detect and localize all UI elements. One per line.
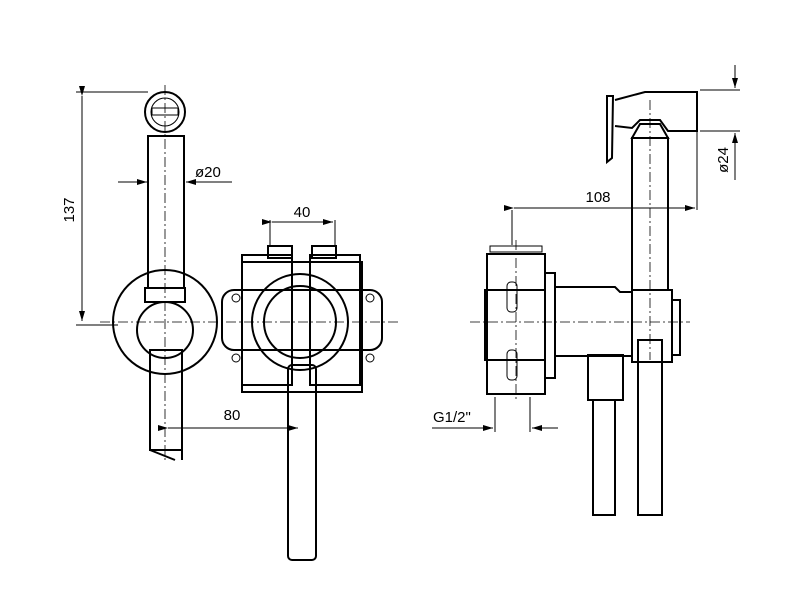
spray-head-side <box>614 91 698 132</box>
dim-projection: 108 <box>585 189 610 206</box>
lever <box>287 364 317 561</box>
hose <box>149 349 183 451</box>
mixer-body <box>221 245 383 561</box>
dim-height: 137 <box>61 197 78 222</box>
handshower-body <box>147 135 185 289</box>
dim-hose-diameter: ø20 <box>195 164 221 181</box>
dim-head-diameter: ø24 <box>715 147 732 173</box>
flange <box>544 272 556 379</box>
dim-offset: 80 <box>224 407 241 424</box>
front-view <box>76 85 400 561</box>
hose-side <box>637 339 663 516</box>
dim-thread: G1/2" <box>433 409 471 426</box>
outlet-connector <box>587 354 624 401</box>
elbow-body <box>554 286 633 357</box>
dim-inlet-spacing: 40 <box>294 204 311 221</box>
side-view <box>432 65 740 516</box>
